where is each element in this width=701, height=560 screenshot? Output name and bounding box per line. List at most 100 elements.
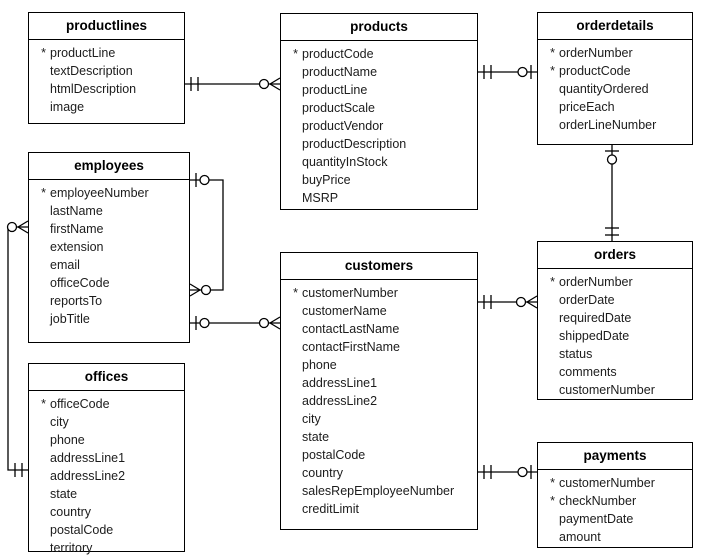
- cardinality-symbol-zero-many: [6, 220, 29, 234]
- field-row-phone: phone: [289, 356, 475, 374]
- field-name: productLine: [50, 46, 116, 60]
- field-row-firstName: firstName: [37, 220, 187, 238]
- field-row-requiredDate: requiredDate: [546, 309, 690, 327]
- field-name: image: [50, 100, 85, 114]
- field-row-phone: phone: [37, 431, 182, 449]
- cardinality-symbol-zero-many: [189, 283, 212, 297]
- field-name: quantityOrdered: [559, 82, 649, 96]
- field-name: productVendor: [302, 119, 384, 133]
- connector-employees-reportsto-self[interactable]: [189, 173, 224, 297]
- cardinality-symbol-zero-many: [258, 316, 281, 330]
- field-name: orderDate: [559, 293, 615, 307]
- primary-key-marker: *: [41, 46, 46, 60]
- connector-offices-employees[interactable]: [6, 220, 29, 477]
- connector-products-orderdetails[interactable]: [478, 65, 537, 79]
- field-name: quantityInStock: [302, 155, 388, 169]
- field-row-addressLine2: addressLine2: [37, 467, 182, 485]
- field-name: addressLine1: [302, 376, 378, 390]
- field-row-productDescription: productDescription: [289, 135, 475, 153]
- connector-productlines-products[interactable]: [185, 77, 281, 91]
- cardinality-symbol-zero-one: [195, 173, 210, 187]
- field-name: requiredDate: [559, 311, 632, 325]
- primary-key-marker: *: [293, 47, 298, 61]
- field-row-state: state: [289, 428, 475, 446]
- connector-line[interactable]: [190, 179, 224, 291]
- connector-employees-customers[interactable]: [190, 316, 281, 330]
- field-row-productScale: productScale: [289, 99, 475, 117]
- connector-customers-payments[interactable]: [478, 465, 537, 479]
- field-row-priceEach: priceEach: [546, 98, 690, 116]
- field-name: productDescription: [302, 137, 407, 151]
- cardinality-symbol-zero-one: [605, 150, 619, 165]
- field-list: *customerNumber*checkNumber paymentDate am…: [538, 470, 692, 546]
- field-row-contactFirstName: contactFirstName: [289, 338, 475, 356]
- table-title-employees: employees: [29, 153, 189, 180]
- field-row-MSRP: MSRP: [289, 189, 475, 207]
- field-name: lastName: [50, 204, 103, 218]
- field-name: addressLine1: [50, 451, 126, 465]
- field-name: phone: [50, 433, 85, 447]
- table-title-orderdetails: orderdetails: [538, 13, 692, 40]
- field-row-postalCode: postalCode: [37, 521, 182, 539]
- field-row-checkNumber: *checkNumber: [546, 492, 690, 510]
- primary-key-marker: *: [550, 476, 555, 490]
- connector-line[interactable]: [7, 226, 28, 471]
- field-name: city: [302, 412, 321, 426]
- field-row-amount: amount: [546, 528, 690, 546]
- connector-customers-orders[interactable]: [478, 295, 538, 309]
- field-name: postalCode: [50, 523, 114, 537]
- field-name: state: [50, 487, 78, 501]
- field-name: employeeNumber: [50, 186, 149, 200]
- field-row-image: image: [37, 98, 182, 116]
- field-row-customerName: customerName: [289, 302, 475, 320]
- cardinality-symbol-one: [190, 77, 199, 91]
- table-title-payments: payments: [538, 443, 692, 470]
- primary-key-marker: *: [550, 46, 555, 60]
- table-orderdetails[interactable]: orderdetails *orderNumber*productCode quan…: [537, 12, 693, 145]
- field-name: territory: [50, 541, 93, 555]
- field-row-customerNumber: *customerNumber: [546, 474, 690, 492]
- field-name: customerNumber: [302, 286, 398, 300]
- field-name: jobTitle: [50, 312, 90, 326]
- field-row-quantityInStock: quantityInStock: [289, 153, 475, 171]
- primary-key-marker: *: [550, 275, 555, 289]
- primary-key-marker: *: [550, 494, 555, 508]
- connector-orderdetails-orders[interactable]: [605, 145, 619, 241]
- field-row-comments: comments: [546, 363, 690, 381]
- cardinality-symbol-zero-one: [517, 465, 532, 479]
- field-row-productCode: * productCode: [289, 45, 475, 63]
- field-row-quantityOrdered: quantityOrdered: [546, 80, 690, 98]
- field-name: customerNumber: [559, 383, 655, 397]
- primary-key-marker: *: [293, 286, 298, 300]
- field-row-productCode: *productCode: [546, 62, 690, 80]
- field-name: addressLine2: [302, 394, 378, 408]
- field-row-orderDate: orderDate: [546, 291, 690, 309]
- field-name: addressLine2: [50, 469, 126, 483]
- table-title-productlines: productlines: [29, 13, 184, 40]
- field-row-buyPrice: buyPrice: [289, 171, 475, 189]
- field-row-reportsTo: reportsTo: [37, 292, 187, 310]
- field-row-city: city: [37, 413, 182, 431]
- field-row-city: city: [289, 410, 475, 428]
- table-payments[interactable]: payments *customerNumber*checkNumber payme…: [537, 442, 693, 548]
- field-name: paymentDate: [559, 512, 634, 526]
- field-name: buyPrice: [302, 173, 351, 187]
- field-name: productCode: [302, 47, 374, 61]
- field-list: *orderNumber*productCode quantityOrdered p…: [538, 40, 692, 134]
- cardinality-symbol-zero-one: [517, 65, 532, 79]
- field-row-orderNumber: *orderNumber: [546, 44, 690, 62]
- table-title-offices: offices: [29, 364, 184, 391]
- field-name: productLine: [302, 83, 368, 97]
- field-name: productScale: [302, 101, 375, 115]
- field-row-addressLine2: addressLine2: [289, 392, 475, 410]
- field-name: textDescription: [50, 64, 133, 78]
